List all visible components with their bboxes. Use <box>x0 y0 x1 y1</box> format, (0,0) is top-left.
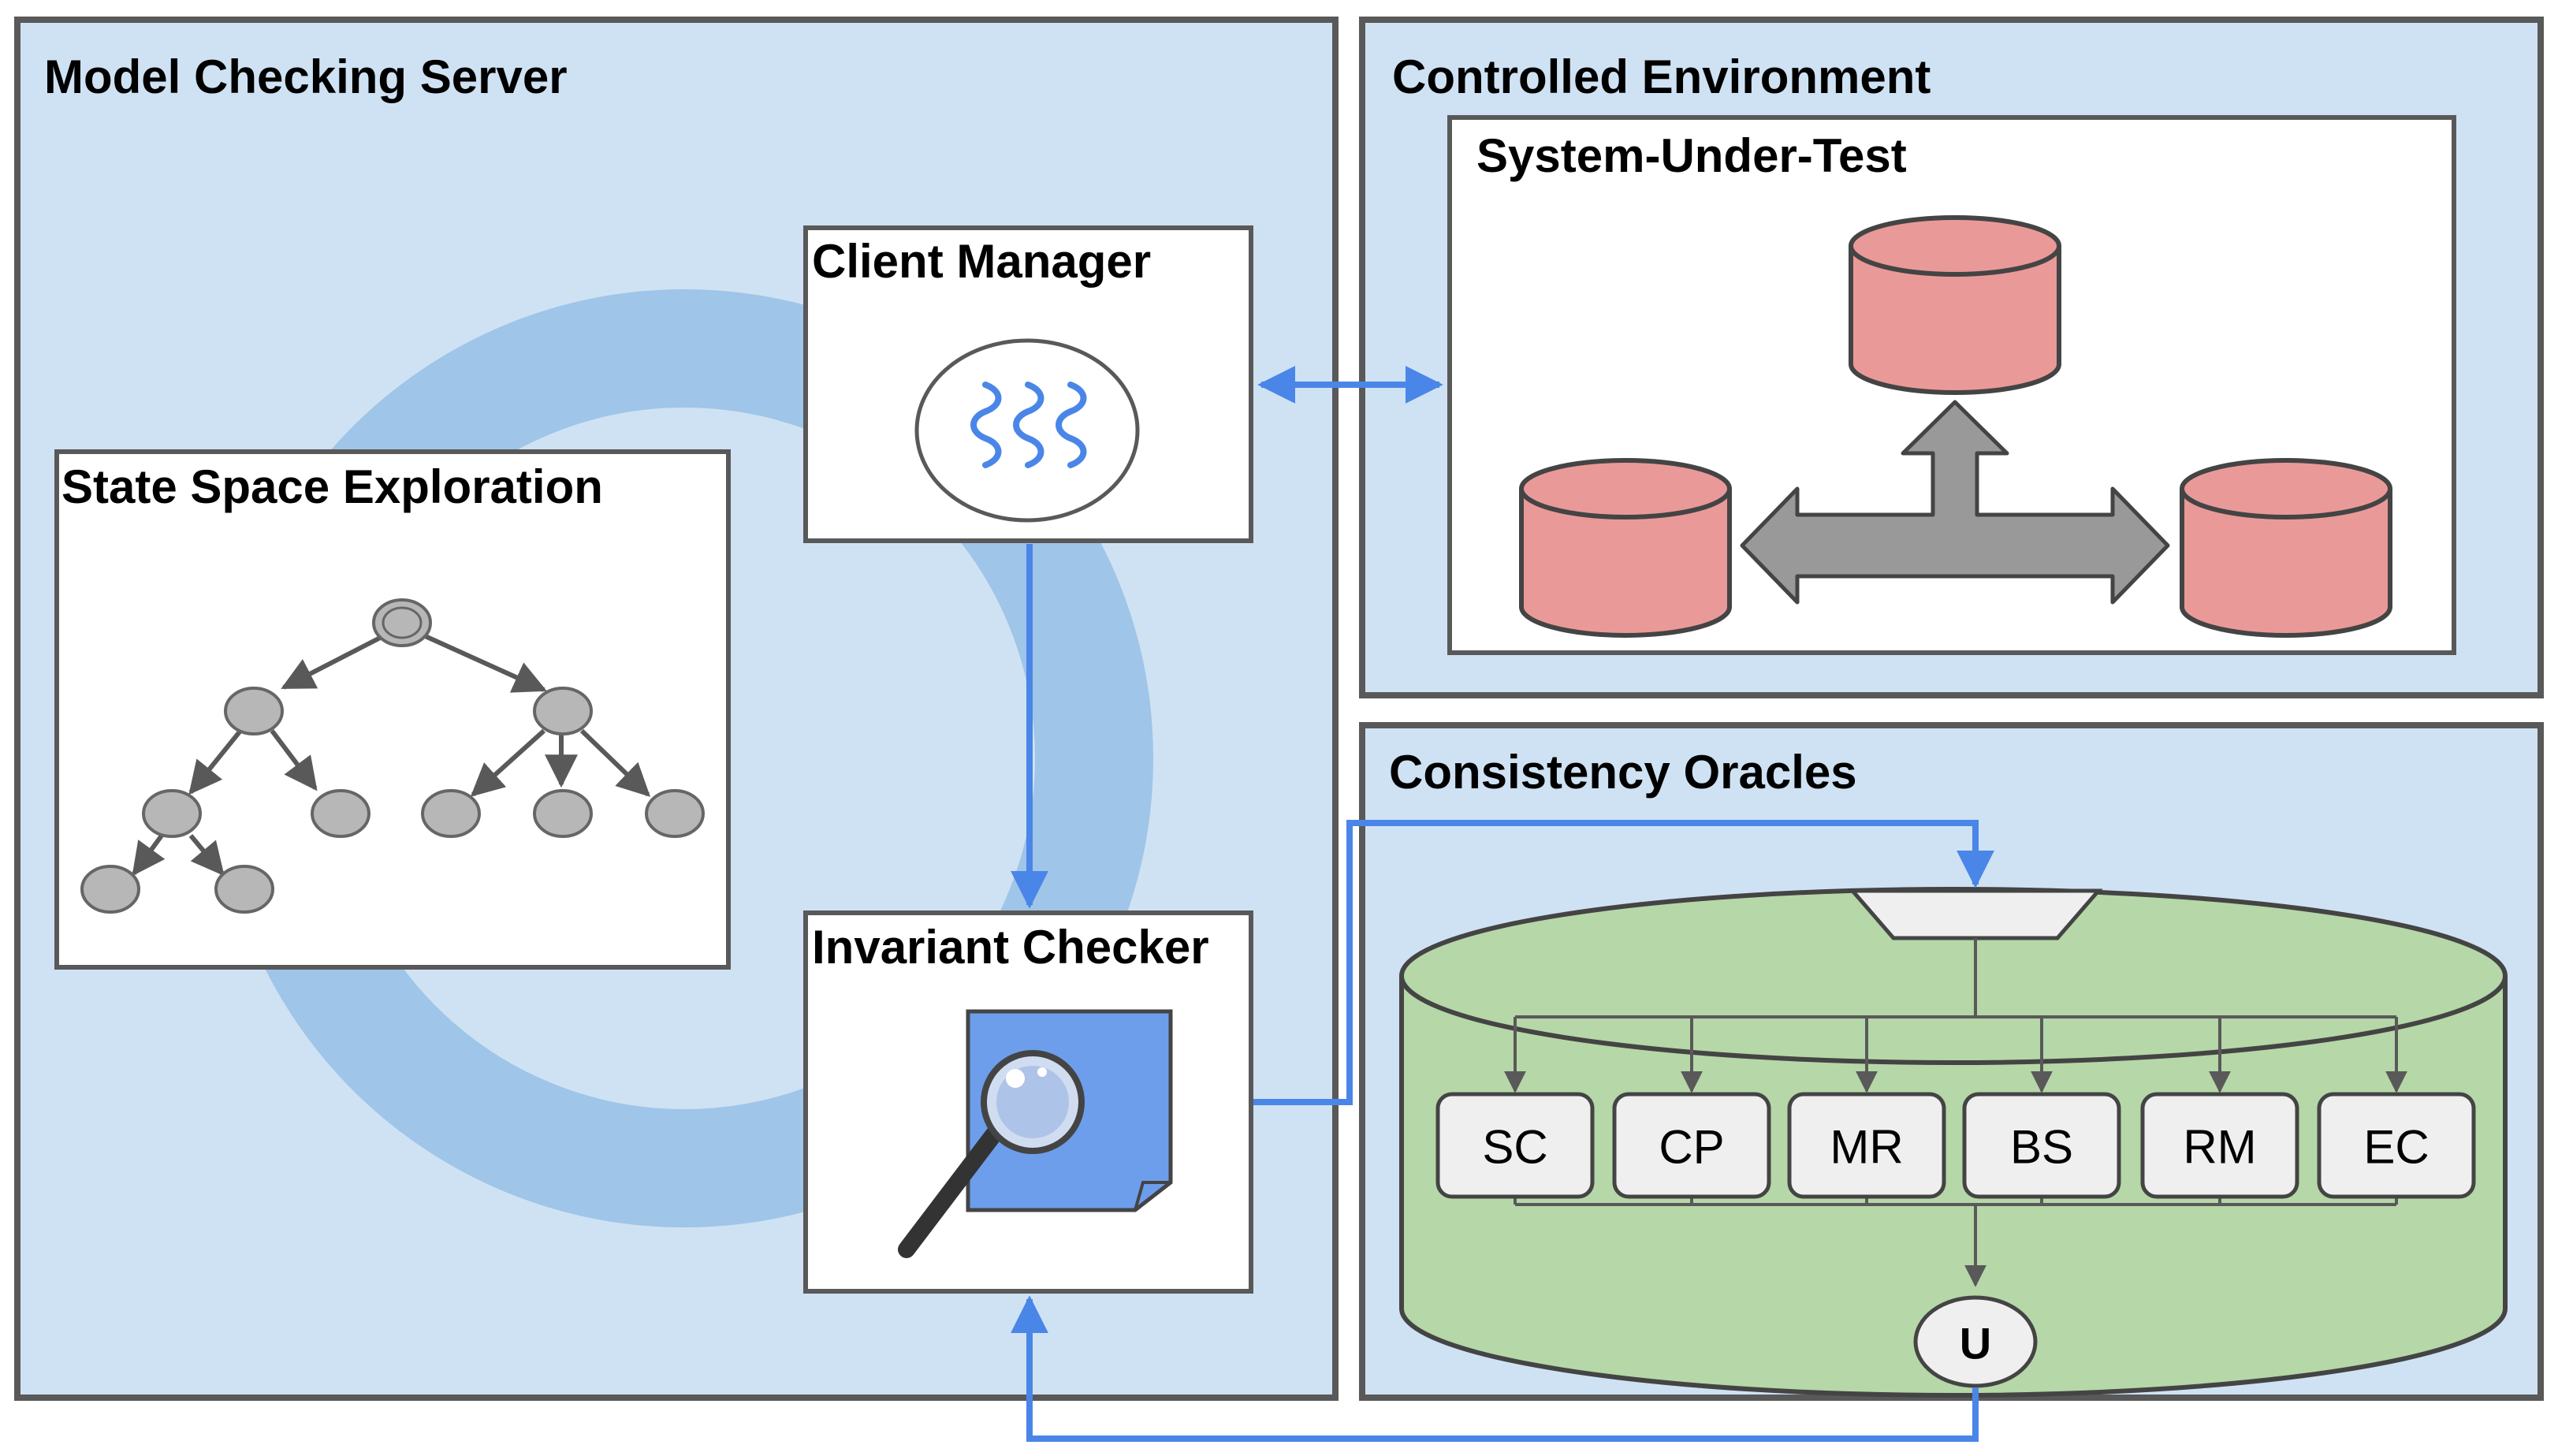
union-node: U <box>1913 1295 2038 1388</box>
oracle-label: RM <box>2183 1121 2256 1174</box>
oracle-sc: SC <box>1435 1017 1595 1205</box>
oracle-box <box>1612 1092 1771 1199</box>
tree-node <box>214 865 274 914</box>
state-tree <box>80 598 705 914</box>
tree-node <box>80 865 140 914</box>
tree-node <box>311 789 370 838</box>
tree-node <box>645 789 705 838</box>
oracle-label: CP <box>1659 1121 1724 1174</box>
oracle-label: BS <box>2010 1121 2073 1174</box>
oracle-label: MR <box>1830 1121 1903 1174</box>
oracle-label: EC <box>2363 1121 2429 1174</box>
tree-node <box>142 789 202 838</box>
oracle-box <box>1962 1092 2121 1199</box>
replication-arrows <box>1740 400 2170 605</box>
oracle-box <box>1787 1092 1946 1199</box>
tree-node <box>224 687 284 735</box>
consistency-oracles-title: Consistency Oracles <box>1389 746 1857 799</box>
oracle-rm: RM <box>2140 1017 2299 1205</box>
client-manager-box: Client Manager <box>803 225 1253 543</box>
oracle-container: SC CP MR BS RM EC U <box>1399 887 2508 1398</box>
client-manager-title: Client Manager <box>812 235 1151 288</box>
tree-node <box>421 789 481 838</box>
state-space-exploration-box: State Space Exploration <box>54 449 731 970</box>
oracles-to-checker-arrow <box>1011 1295 1979 1442</box>
controlled-environment-title: Controlled Environment <box>1392 50 1931 103</box>
oracle-cp: CP <box>1612 1017 1771 1205</box>
union-label: U <box>1960 1319 1991 1368</box>
oracle-bs: BS <box>1962 1017 2121 1205</box>
model-checking-server-title: Model Checking Server <box>44 50 568 103</box>
state-space-exploration-title: State Space Exploration <box>61 460 603 513</box>
oracle-input-funnel <box>1848 888 2103 940</box>
oracle-box <box>2140 1092 2299 1199</box>
oracle-box <box>2317 1092 2476 1199</box>
oracle-box <box>1435 1092 1595 1199</box>
tree-root-inner <box>382 606 423 639</box>
oracle-mr: MR <box>1787 1017 1946 1205</box>
database-icon <box>1849 215 2061 395</box>
database-icon <box>1519 458 1732 638</box>
checker-to-oracles-arrow <box>1253 820 1994 1105</box>
magnifier-document-icon <box>898 1009 1173 1258</box>
oracle-label: SC <box>1482 1121 1547 1174</box>
tree-node <box>533 789 593 838</box>
invariant-checker-title: Invariant Checker <box>812 921 1209 974</box>
tree-node <box>533 687 593 735</box>
invariant-checker-box: Invariant Checker <box>803 910 1253 1294</box>
system-under-test-box: System-Under-Test <box>1447 115 2456 655</box>
threads-icon <box>914 338 1140 523</box>
database-icon <box>2180 458 2392 638</box>
oracle-ec: EC <box>2317 1017 2476 1205</box>
system-under-test-title: System-Under-Test <box>1476 129 1907 182</box>
